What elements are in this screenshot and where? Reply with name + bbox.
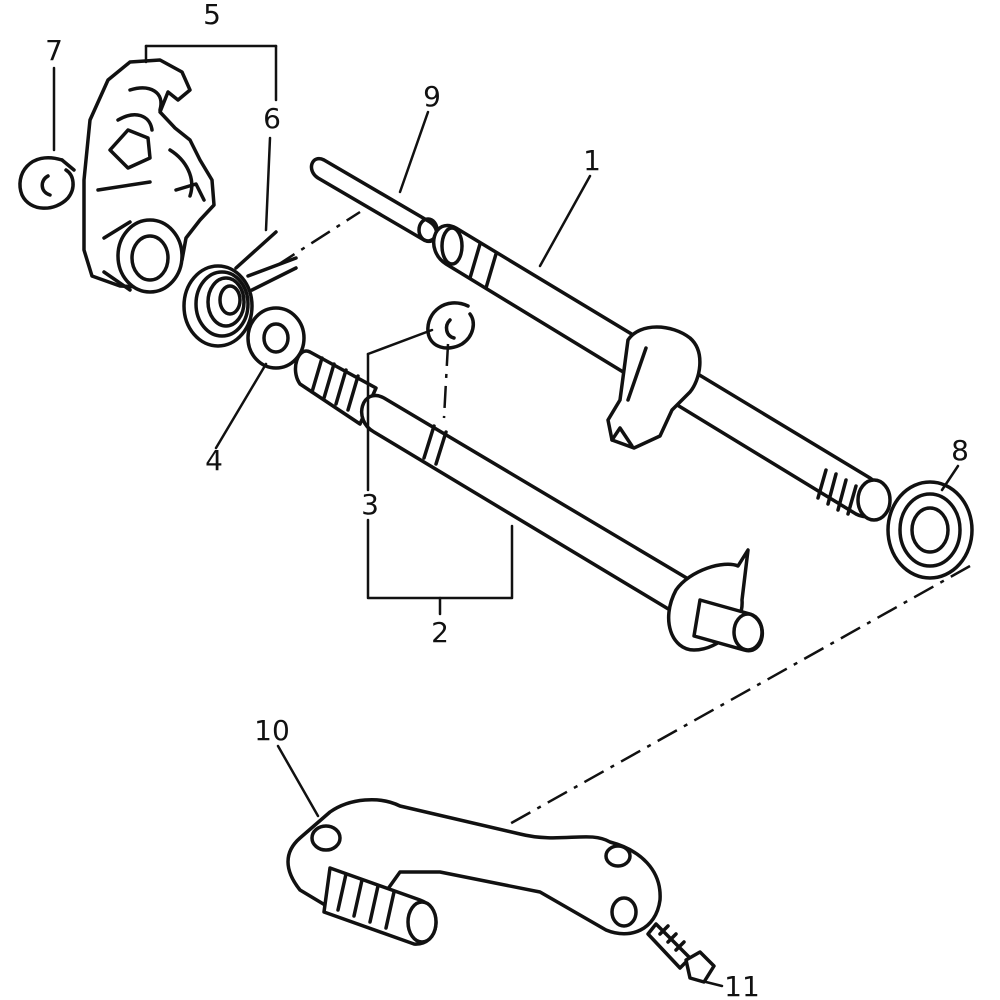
part-labels: 7 5 6 9 1 8 4 3 2 10 11 bbox=[45, 0, 969, 1000]
label-3: 3 bbox=[361, 488, 379, 521]
part-4-washer bbox=[246, 306, 306, 370]
part-1-shift-shaft bbox=[431, 223, 892, 522]
part-6-spring bbox=[182, 230, 298, 348]
part-5-shift-arm bbox=[82, 58, 216, 294]
part-7-circlip bbox=[18, 156, 76, 210]
label-2: 2 bbox=[431, 616, 449, 649]
part-9-pin bbox=[309, 156, 439, 244]
part-11-bolt bbox=[646, 922, 716, 984]
label-11: 11 bbox=[724, 970, 760, 1000]
label-1: 1 bbox=[583, 144, 601, 177]
part-10-shift-pedal bbox=[286, 798, 662, 946]
center-lines bbox=[275, 210, 971, 828]
part-8-oil-seal bbox=[886, 480, 974, 580]
leader-lines bbox=[52, 44, 960, 988]
label-4: 4 bbox=[205, 444, 223, 477]
label-8: 8 bbox=[951, 434, 969, 467]
label-7: 7 bbox=[45, 34, 63, 67]
label-5: 5 bbox=[203, 0, 221, 31]
part-3-circlip bbox=[426, 301, 476, 350]
label-6: 6 bbox=[263, 102, 281, 135]
part-2-shift-shaft bbox=[293, 349, 765, 653]
label-9: 9 bbox=[423, 80, 441, 113]
label-10: 10 bbox=[254, 714, 290, 747]
